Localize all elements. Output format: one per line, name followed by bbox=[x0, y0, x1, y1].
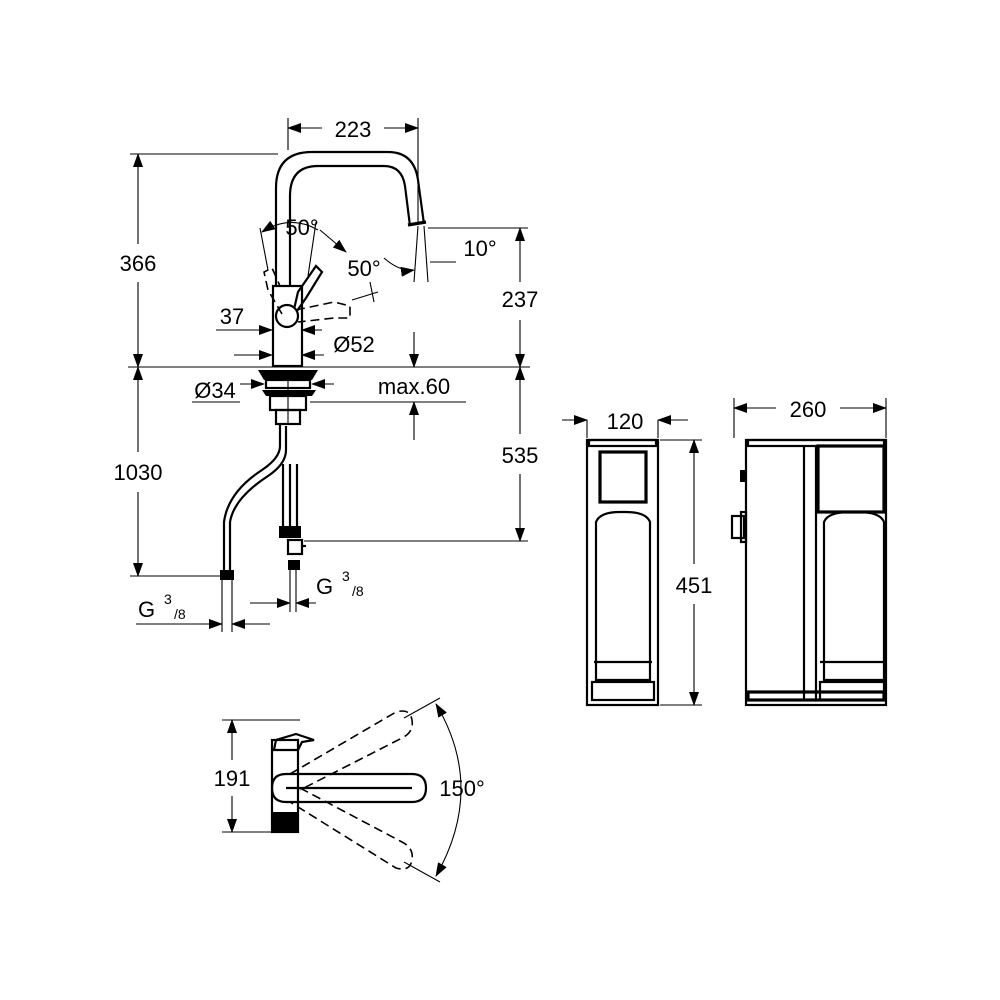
label-191: 191 bbox=[214, 766, 251, 791]
label-223: 223 bbox=[335, 117, 372, 142]
label-366: 366 bbox=[120, 251, 157, 276]
label-535: 535 bbox=[502, 443, 539, 468]
chiller-front-view: 120 451 bbox=[562, 409, 713, 707]
faucet-labels: 223 366 50° 50° 10° 237 37 Ø52 Ø34 max.6… bbox=[114, 117, 539, 622]
faucet-side-view bbox=[128, 150, 530, 632]
label-d34: Ø34 bbox=[194, 378, 236, 403]
label-50-right: 50° bbox=[347, 256, 380, 281]
label-260: 260 bbox=[790, 397, 827, 422]
label-451: 451 bbox=[676, 573, 713, 598]
svg-text:3: 3 bbox=[164, 591, 172, 607]
chiller-side-view: 260 bbox=[730, 397, 888, 707]
label-1030: 1030 bbox=[114, 460, 163, 485]
svg-text:G: G bbox=[316, 574, 333, 599]
faucet-dimensions bbox=[130, 118, 528, 629]
label-max60: max.60 bbox=[378, 374, 450, 399]
label-37: 37 bbox=[220, 304, 244, 329]
label-g38-right: G 3 /8 bbox=[316, 568, 364, 599]
svg-text:/8: /8 bbox=[174, 606, 186, 622]
svg-text:G: G bbox=[138, 597, 155, 622]
label-g38-left: G 3 /8 bbox=[138, 591, 186, 622]
svg-text:/8: /8 bbox=[352, 583, 364, 599]
label-237: 237 bbox=[502, 287, 539, 312]
label-d52: Ø52 bbox=[333, 332, 375, 357]
svg-text:3: 3 bbox=[342, 568, 350, 584]
label-120: 120 bbox=[607, 409, 644, 434]
label-10: 10° bbox=[463, 236, 496, 261]
lever-pivot bbox=[274, 303, 300, 329]
label-150: 150° bbox=[439, 776, 485, 801]
faucet-plan-view: 191 150° bbox=[214, 697, 485, 883]
label-50-top: 50° bbox=[285, 215, 318, 240]
